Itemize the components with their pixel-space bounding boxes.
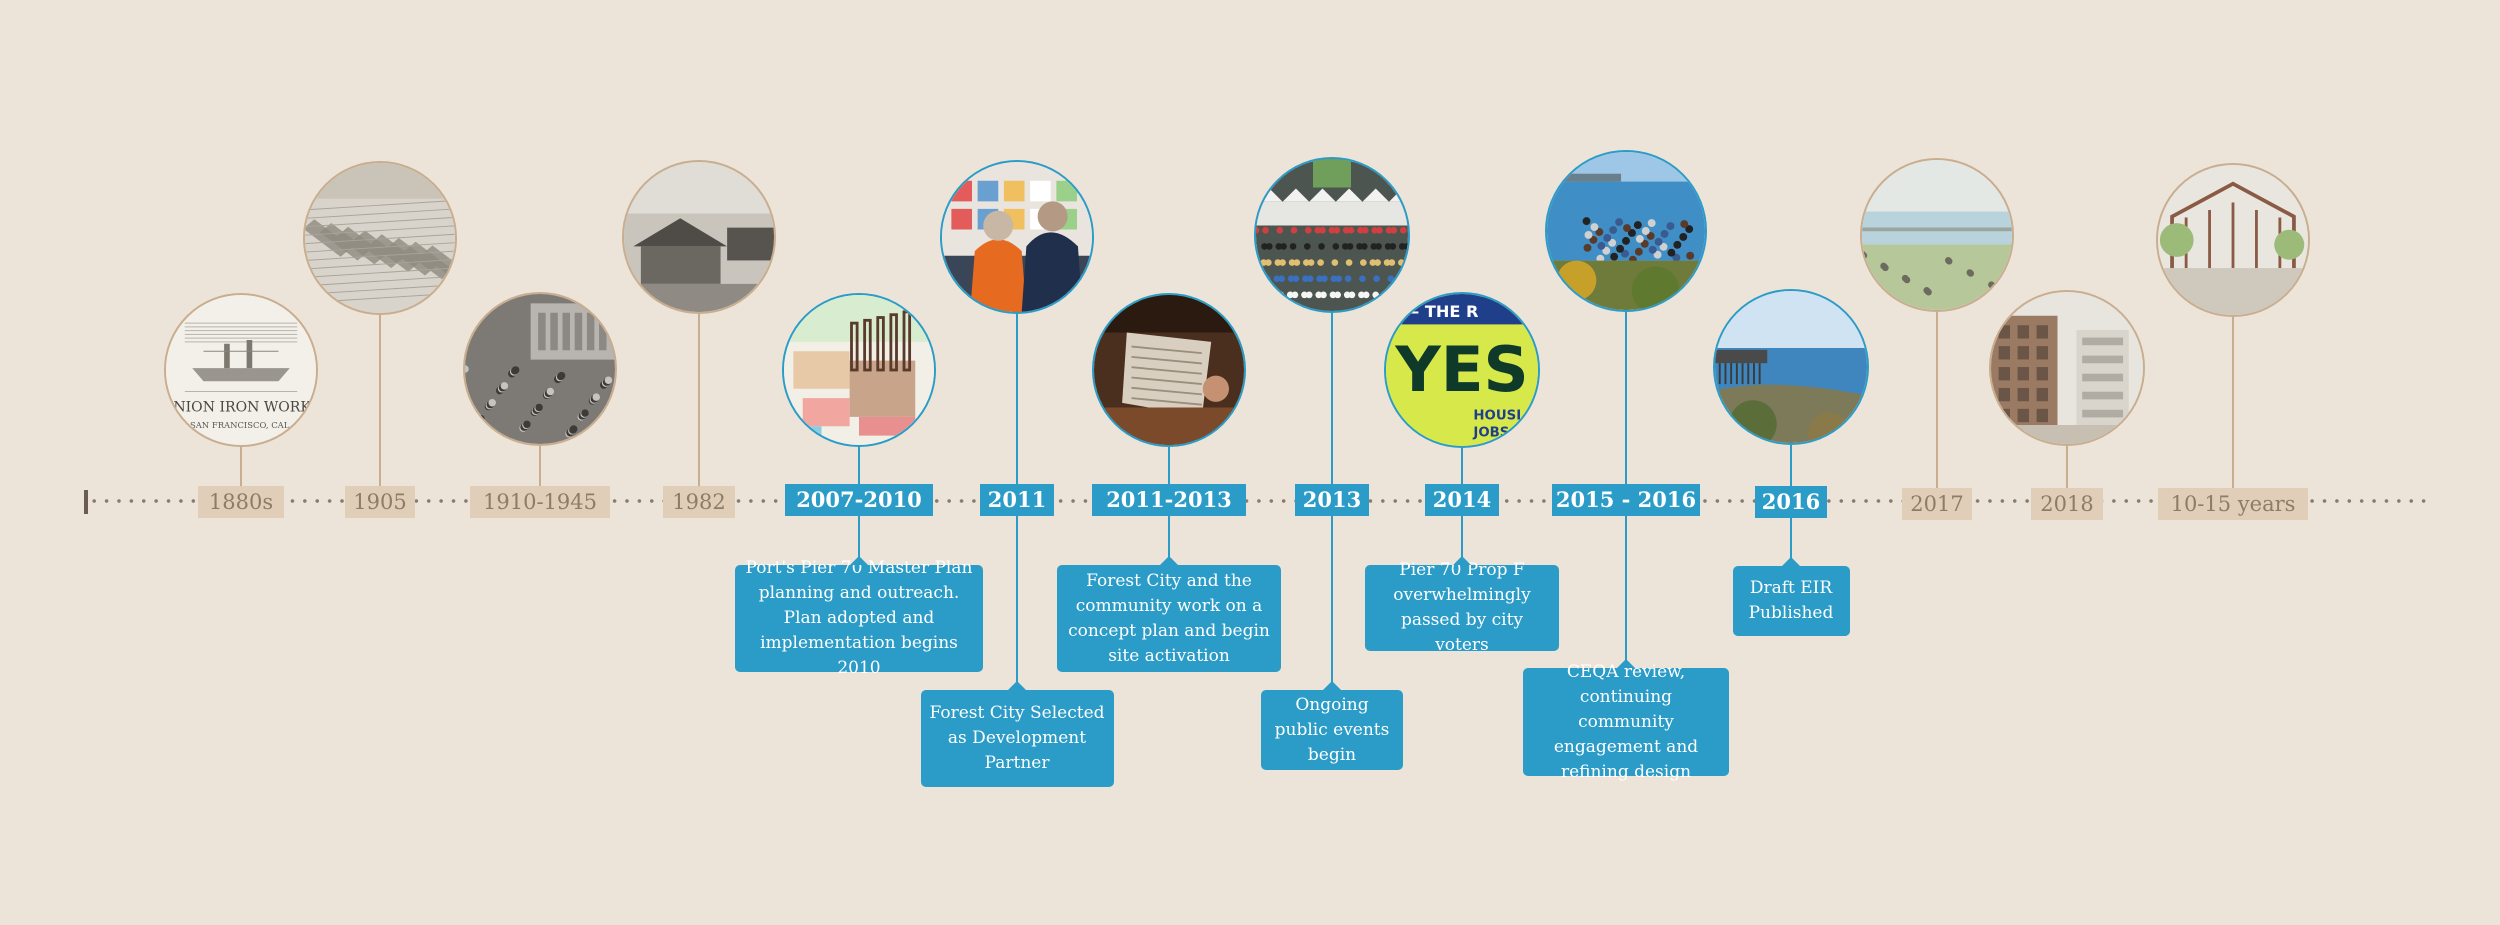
- note-connector-2007-2010: [858, 516, 860, 557]
- year-label-2016: 2016: [1755, 486, 1827, 518]
- milestone-note-2015-2016: CEQA review, continuing community engage…: [1523, 659, 1729, 782]
- public-event-crowd-photo-graphic: [1256, 159, 1408, 311]
- waterfront-park-rendering-image: [1860, 158, 2014, 312]
- shipyard-aerial-sketch-graphic: [305, 163, 455, 313]
- note-connector-2011-2013: [1168, 516, 1170, 557]
- year-label-1905: 1905: [345, 486, 415, 518]
- community-meeting-photo-graphic: [942, 162, 1092, 312]
- building-street-rendering-graphic: [1991, 292, 2143, 444]
- milestone-note-2007-2010: Port's Pier 70 Master Plan planning and …: [735, 556, 983, 678]
- note-connector-2013: [1331, 516, 1333, 682]
- sign-housing-text: HOUSI: [1473, 408, 1521, 423]
- historic-frame-plaza-rendering-image: [2156, 163, 2310, 317]
- concept-plan-workshop-photo-image: [1092, 293, 1246, 447]
- connector-line-1880s: [240, 447, 242, 486]
- bay-shoreline-photo-image: [1713, 289, 1869, 445]
- waterfront-park-rendering-graphic: [1862, 160, 2012, 310]
- waterfront-sheds-photo-graphic: [624, 162, 774, 312]
- year-label-1910-1945: 1910-1945: [470, 486, 610, 518]
- sign-jobs-text: JOBS: [1472, 426, 1509, 441]
- connector-line-1910-1945: [539, 446, 541, 486]
- connector-line-1982: [698, 314, 700, 486]
- year-label-1982: 1982: [663, 486, 735, 518]
- connector-line-2011-2013: [1168, 447, 1170, 484]
- year-label-2013: 2013: [1295, 484, 1369, 516]
- union-iron-works-engraving-image: UNION IRON WORKS SAN FRANCISCO, CAL.: [164, 293, 318, 447]
- connector-line-1905: [379, 315, 381, 486]
- year-label-2011: 2011: [980, 484, 1054, 516]
- concept-plan-workshop-photo-graphic: [1094, 295, 1244, 445]
- year-label-2007-2010: 2007-2010: [785, 484, 933, 516]
- building-street-rendering-image: [1989, 290, 2145, 446]
- year-label-10-15-years: 10-15 years: [2158, 488, 2308, 520]
- shipyard-workers-crowd-photo-image: [463, 292, 617, 446]
- sign-header-text: — THE R: [1403, 302, 1479, 321]
- connector-line-2015-2016: [1625, 312, 1627, 484]
- connector-line-10-15-years: [2232, 317, 2234, 488]
- waterfront-sheds-photo-image: [622, 160, 776, 314]
- milestone-note-2016: Draft EIR Published: [1732, 557, 1850, 636]
- shipyard-workers-crowd-photo-graphic: [465, 294, 615, 444]
- year-label-1880s: 1880s: [198, 486, 284, 518]
- timeline-axis: [88, 499, 2430, 503]
- connector-line-2013: [1331, 313, 1333, 484]
- connector-line-2016: [1790, 445, 1792, 486]
- historic-frame-plaza-rendering-graphic: [2158, 165, 2308, 315]
- year-label-2017: 2017: [1902, 488, 1972, 520]
- bay-shoreline-photo-graphic: [1715, 291, 1867, 443]
- yes-campaign-sign-graphic: — THE R YES HOUSI JOBS: [1386, 294, 1538, 446]
- year-label-2015-2016: 2015 - 2016: [1552, 484, 1700, 516]
- shipyard-aerial-sketch-image: [303, 161, 457, 315]
- timeline-start-marker: [84, 490, 88, 514]
- union-iron-works-engraving-graphic: UNION IRON WORKS SAN FRANCISCO, CAL.: [166, 295, 316, 445]
- connector-line-2011: [1016, 314, 1018, 484]
- connector-line-2017: [1936, 312, 1938, 488]
- connector-line-2007-2010: [858, 447, 860, 484]
- milestone-note-2011: Forest City Selected as Development Part…: [920, 681, 1114, 787]
- connector-line-2018: [2066, 446, 2068, 488]
- year-label-2011-2013: 2011-2013: [1092, 484, 1246, 516]
- engraving-title-text: UNION IRON WORKS: [166, 399, 316, 415]
- waterfront-gathering-photo-image: [1545, 150, 1707, 312]
- note-connector-2015-2016: [1625, 516, 1627, 660]
- yes-campaign-sign-image: — THE R YES HOUSI JOBS: [1384, 292, 1540, 448]
- milestone-note-2011-2013: Forest City and the community work on a …: [1057, 556, 1281, 672]
- milestone-note-2014: Pier 70 Prop F overwhelmingly passed by …: [1365, 556, 1559, 655]
- sign-yes-text: YES: [1394, 333, 1528, 406]
- master-plan-diagram-image: [782, 293, 936, 447]
- note-connector-2016: [1790, 518, 1792, 558]
- milestone-note-2013: Ongoing public events begin: [1261, 681, 1403, 770]
- year-label-2018: 2018: [2031, 488, 2103, 520]
- note-connector-2011: [1016, 516, 1018, 682]
- waterfront-gathering-photo-graphic: [1547, 152, 1705, 310]
- master-plan-diagram-graphic: [784, 295, 934, 445]
- connector-line-2014: [1461, 448, 1463, 484]
- community-meeting-photo-image: [940, 160, 1094, 314]
- engraving-city-text: SAN FRANCISCO, CAL.: [190, 420, 292, 430]
- year-label-2014: 2014: [1425, 484, 1499, 516]
- public-event-crowd-photo-image: [1254, 157, 1410, 313]
- note-connector-2014: [1461, 516, 1463, 557]
